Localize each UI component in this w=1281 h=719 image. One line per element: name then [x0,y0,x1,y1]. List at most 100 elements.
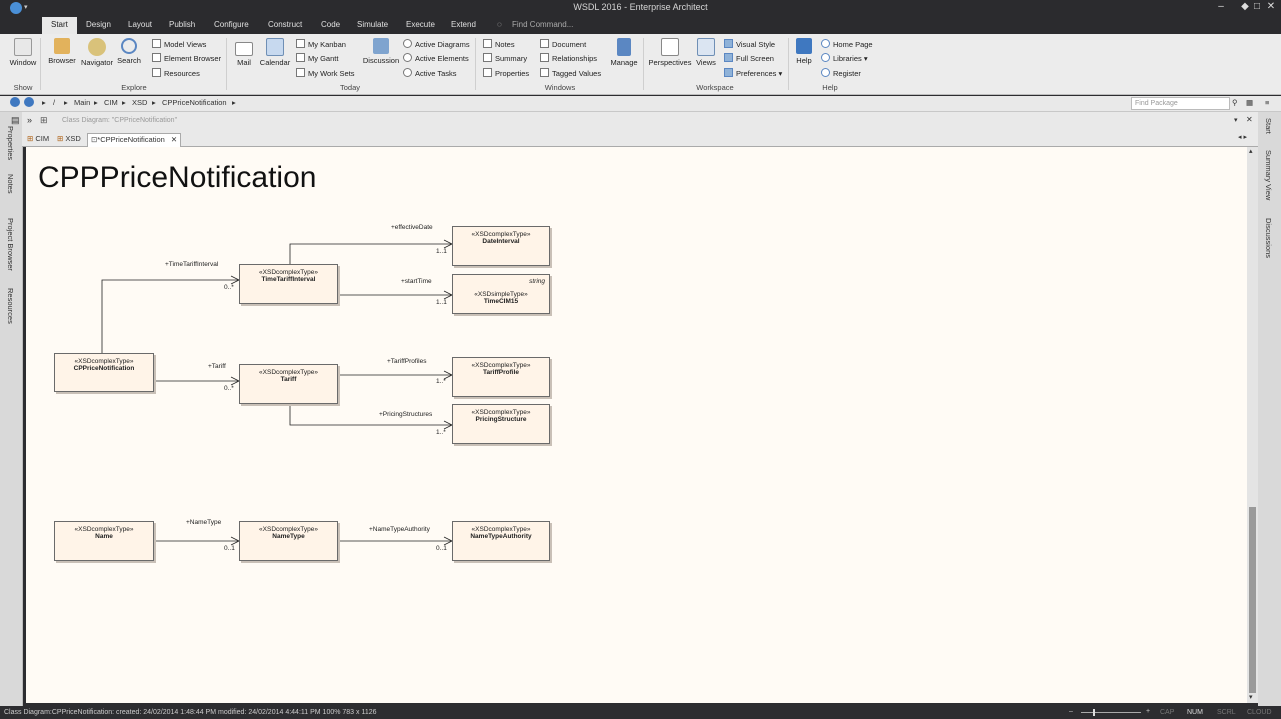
tab-xsd[interactable]: ⊞ XSD [54,133,84,146]
toolbar-options-icon[interactable]: ▦ [1246,98,1254,107]
my-gantt-button[interactable]: My Gantt [296,53,338,63]
views-button[interactable]: Views [694,38,718,67]
tab-configure[interactable]: Configure [214,20,249,29]
breadcrumb-item-diagram[interactable]: CPPriceNotification [162,98,227,107]
resources-button[interactable]: Resources [152,68,200,78]
forward-icon[interactable] [24,97,34,107]
tab-scroll-icon[interactable]: ◂ ▸ [1238,134,1247,141]
app-menu-dropdown-icon[interactable]: ▾ [24,4,28,11]
class-name-type-authority[interactable]: «XSDcomplexType» NameTypeAuthority [452,521,550,561]
visual-style-button[interactable]: Visual Style [724,39,775,49]
vertical-scrollbar[interactable]: ▴ ▾ [1247,147,1258,703]
discussion-button[interactable]: Discussion [361,38,401,65]
tab-execute[interactable]: Execute [406,20,435,29]
class-time-tariff-interval[interactable]: «XSDcomplexType» TimeTariffInterval [239,264,338,304]
dock-tab-discussions[interactable]: Discussions [1264,218,1273,259]
close-diagram-icon[interactable]: ✕ [1246,115,1253,124]
app-menu-icon[interactable] [10,2,22,14]
dock-tab-notes[interactable]: Notes [6,174,15,194]
class-tariff-profile[interactable]: «XSDcomplexType» TariffProfile [452,357,550,397]
model-views-button[interactable]: Model Views [152,39,206,49]
libraries-button[interactable]: Libraries ▾ [821,53,868,63]
maximize-button[interactable]: □ [1253,1,1261,12]
class-time-cim15[interactable]: string «XSDsimpleType» TimeCIM15 [452,274,550,314]
tab-cim[interactable]: ⊞ CIM [24,133,52,146]
pin-button[interactable]: ◆ [1241,1,1249,12]
tab-simulate[interactable]: Simulate [357,20,389,29]
relationships-button[interactable]: Relationships [540,53,597,63]
browser-label: Browser [48,56,76,65]
tab-extend[interactable]: Extend [451,20,476,29]
zoom-slider[interactable] [1081,712,1141,713]
expand-icon[interactable]: » [27,115,33,125]
scroll-up-icon[interactable]: ▴ [1249,148,1253,155]
zoom-out-button[interactable]: – [1069,708,1073,715]
tab-construct[interactable]: Construct [268,20,303,29]
connector-time-tariff-interval[interactable] [101,279,239,353]
class-name-element[interactable]: «XSDcomplexType» Name [54,521,154,561]
window-button[interactable]: Window [6,38,40,67]
connector-effective-date[interactable] [289,243,452,264]
dock-tab-project-browser[interactable]: Project Browser [6,218,15,271]
tab-layout[interactable]: Layout [128,20,153,29]
dropdown-icon[interactable]: ▾ [1234,117,1238,124]
class-name-type[interactable]: «XSDcomplexType» NameType [239,521,338,561]
mail-button[interactable]: Mail [231,38,257,67]
full-screen-button[interactable]: Full Screen [724,53,774,63]
calendar-button[interactable]: Calendar [258,38,292,67]
zoom-slider-thumb[interactable] [1093,709,1095,716]
role-label: +PricingStructures [379,411,433,418]
diagram-canvas[interactable]: CPPPriceNotification [26,147,1247,703]
connector-pricing-structures[interactable] [289,404,452,426]
zoom-in-button[interactable]: + [1146,708,1151,715]
class-tariff[interactable]: «XSDcomplexType» Tariff [239,364,338,404]
tagged-values-button[interactable]: Tagged Values [540,68,601,78]
dock-tab-properties[interactable]: Properties [6,126,15,161]
tab-cpprice-notification[interactable]: ⊡*CPPriceNotification ✕ [87,133,182,147]
summary-button[interactable]: Summary [483,53,527,63]
dock-tab-summary-view[interactable]: Summary View [1264,150,1273,201]
tab-start[interactable]: Start [42,17,77,34]
preferences-button[interactable]: Preferences ▾ [724,68,782,78]
navigator-button[interactable]: Navigator [78,38,116,67]
search-button[interactable]: Search [116,38,142,65]
notes-button[interactable]: Notes [483,39,515,49]
properties-button[interactable]: Properties [483,68,529,78]
back-icon[interactable] [10,97,20,107]
find-package-input[interactable]: Find Package [1131,97,1230,110]
hamburger-icon[interactable]: ≡ [1265,98,1270,107]
register-button[interactable]: Register [821,68,861,78]
toolbox-icon[interactable]: ▤ [11,115,20,125]
active-diagrams-button[interactable]: Active Diagrams [403,39,470,49]
element-browser-button[interactable]: Element Browser [152,53,221,63]
class-cpprice-notification[interactable]: «XSDcomplexType» CPPriceNotification [54,353,154,392]
minimize-button[interactable]: – [1218,1,1224,12]
home-page-button[interactable]: Home Page [821,39,873,49]
close-button[interactable]: ✕ [1266,1,1276,12]
tab-design[interactable]: Design [86,20,111,29]
close-tab-icon[interactable]: ✕ [170,135,178,144]
browser-button[interactable]: Browser [46,38,78,65]
class-pricing-structure[interactable]: «XSDcomplexType» PricingStructure [452,404,550,444]
scrollbar-thumb[interactable] [1249,507,1256,693]
scroll-down-icon[interactable]: ▾ [1249,694,1253,701]
help-button[interactable]: Help [792,38,816,65]
my-kanban-button[interactable]: My Kanban [296,39,346,49]
document-button[interactable]: Document [540,39,586,49]
active-elements-button[interactable]: Active Elements [403,53,469,63]
search-icon[interactable]: ⚲ [1232,98,1238,107]
dock-tab-start[interactable]: Start [1264,118,1273,134]
tab-code[interactable]: Code [321,20,341,29]
breadcrumb-item-xsd[interactable]: XSD [132,98,148,107]
tab-publish[interactable]: Publish [169,20,196,29]
breadcrumb-root[interactable]: / [53,98,56,107]
breadcrumb-item-cim[interactable]: CIM [104,98,118,107]
dock-tab-resources[interactable]: Resources [6,288,15,324]
manage-button[interactable]: Manage [608,38,640,67]
perspectives-button[interactable]: Perspectives [648,38,692,67]
breadcrumb-item-main[interactable]: Main [74,98,91,107]
find-command-input[interactable]: Find Command... [512,20,574,29]
active-tasks-button[interactable]: Active Tasks [403,68,457,78]
class-date-interval[interactable]: «XSDcomplexType» DateInterval [452,226,550,266]
my-work-sets-button[interactable]: My Work Sets [296,68,355,78]
